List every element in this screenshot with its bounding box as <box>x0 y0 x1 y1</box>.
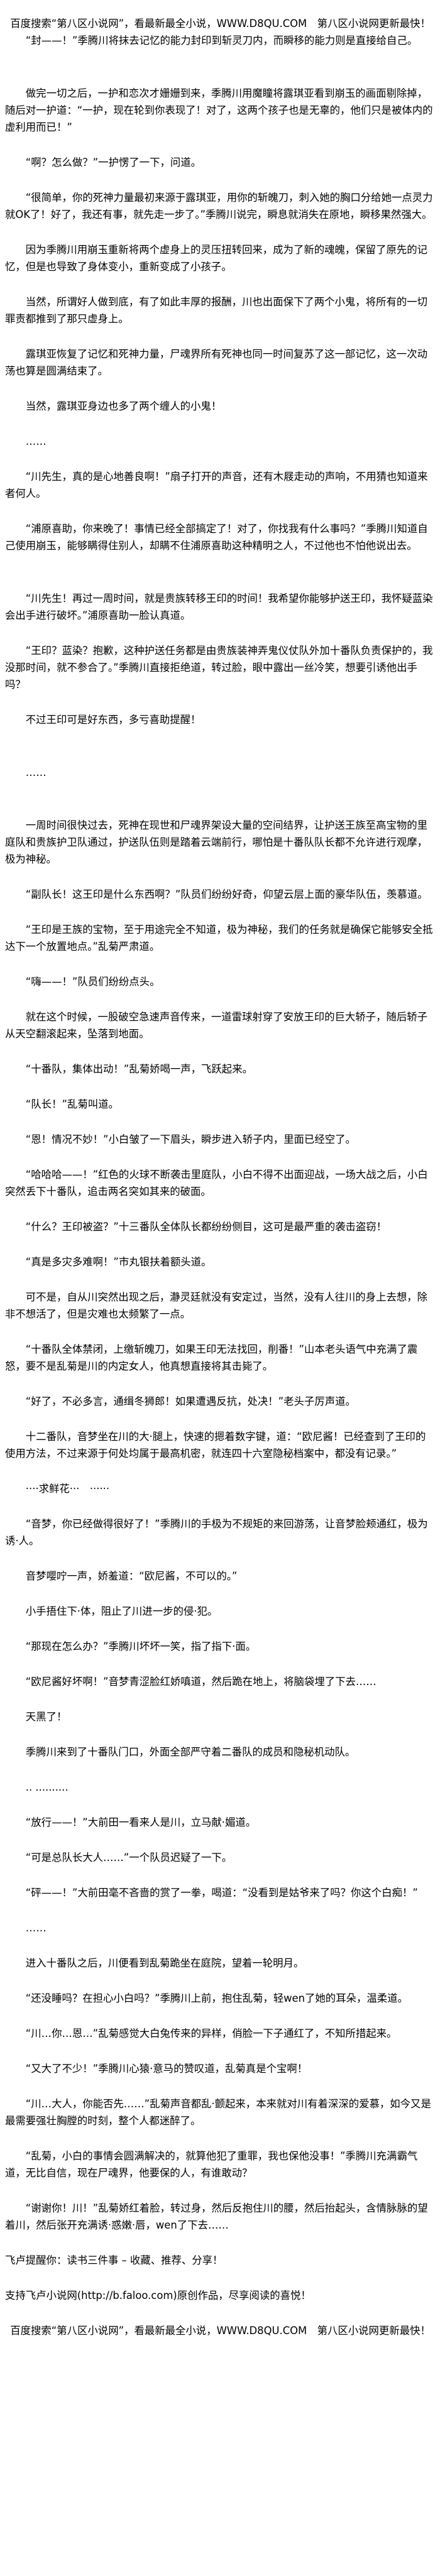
paragraph: “真是多灾多难啊！”市丸银扶着额头道。 <box>25 1256 212 1268</box>
paragraph: 飞卢提醒你：读书三件事 – 收藏、推荐、分享！ <box>5 2254 223 2266</box>
paragraph: “王印？蓝染？抱歉，这种护送任务都是由贵族装神弄鬼仪仗队外加十番队负责保护的，我… <box>5 645 433 690</box>
paragraph: “又大了不少！”季腾川心猿·意马的赞叹道，乱菊真是个宝啊！ <box>25 2063 308 2075</box>
paragraph: 小手捂住下·体，阻止了川进一步的侵·犯。 <box>25 1605 218 1617</box>
paragraph: 一周时间很快过去，死神在现世和尸魂界架设大量的空间结界，让护送王族至高宝物的里庭… <box>5 819 428 865</box>
paragraph: “副队长！这王印是什么东西啊？”队员们纷纷好奇，仰望云层上面的豪华队伍，羡慕道。 <box>25 888 428 900</box>
paragraph: “嗨——！”队员们纷纷点头。 <box>25 976 160 988</box>
paragraph: “乱菊，小白的事情会圆满解决的，就算他犯了重罪，我也保他没事！”季腾川充满霸气道… <box>5 2150 418 2179</box>
paragraph: 就在这个时候，一股破空急速声音传来，一道雷球射穿了安放王印的巨大轿子，随后轿子从… <box>5 1011 428 1040</box>
paragraph: “音梦，你已经做得很好了！”季腾川的手极为不规矩的来回游荡，让音梦脸颊通红，极为… <box>5 1518 428 1547</box>
paragraph: .. .......... <box>25 1781 69 1793</box>
paragraph: 做完一切之后，一护和恋次才姗姗到来，季腾川用魔瞳将露琪亚看到崩玉的画面剔除掉，随… <box>5 87 433 133</box>
paragraph: “谢谢你！川！”乱菊娇红着脸，转过身，然后反抱住川的腰，然后抬起头，含情脉脉的望… <box>5 2202 428 2231</box>
paragraph: “恩！情况不妙！”小白皱了一下眉头，瞬步进入轿子内，里面已经空了。 <box>25 1133 356 1145</box>
paragraph: 音梦嘤咛一声，娇羞道：“欧尼酱，不可以的。” <box>25 1570 238 1582</box>
paragraph: ····求鲜花··· ······ <box>25 1483 110 1495</box>
paragraph: “啊？怎么做？”一护愣了一下，问道。 <box>25 156 202 168</box>
paragraph: “好了，不必多言，通缉冬狮郎！如果遭遇反抗，处决！”老头子厉声道。 <box>25 1395 356 1407</box>
paragraph: “十番队全体禁闭，上缴斩魄刀，如果王印无法找回，削番！”山本老头语气中充满了震怒… <box>5 1343 418 1372</box>
paragraph: …… <box>25 435 47 447</box>
paragraph: “封——！”季腾川将抹去记忆的能力封印到斩灵刀内，而瞬移的能力则是直接给自己。 <box>25 35 418 46</box>
paragraph: “川…你…恩…”乱菊感觉大白兔传来的异样，俏脸一下子通红了，不知所措起来。 <box>25 2028 397 2039</box>
paragraph: 进入十番队之后，川便看到乱菊跪坐在庭院，望着一轮明月。 <box>25 1957 304 1969</box>
paragraph: “可是总队长大人……”一个队员迟疑了一下。 <box>25 1852 233 1864</box>
paragraph: 露琪亚恢复了记忆和死神力量，尸魂界所有死神也同一时间复苏了这一部记忆，这一次动荡… <box>5 348 428 377</box>
paragraph: “砰——！”大前田毫不吝啬的赏了一拳，喝道：“没看到是姑爷来了吗？你这个白痴！” <box>25 1887 418 1899</box>
paragraph: “还没睡吗？在担心小白吗？”季腾川上前，抱住乱菊，轻wen了她的耳朵，温柔道。 <box>25 1992 408 2004</box>
paragraph: 不过王印可是好东西，多亏喜助提醒！ <box>25 714 201 726</box>
paragraph: “哈哈哈——！”红色的火球不断袭击里庭队，小白不得不出面迎战，一场大战之后，小白… <box>5 1169 428 1198</box>
site-banner-bottom: 百度搜索“第八区小说网”，看最新最全小说，WWW.D8QU.COM 第八区小说网… <box>10 2325 431 2337</box>
paragraph: …… <box>25 767 47 778</box>
paragraph: 当然，露琪亚身边也多了两个缠人的小鬼！ <box>25 400 222 412</box>
paragraph: 季腾川来到了十番队门口，外面全部严守着二番队的成员和隐秘机动队。 <box>25 1746 356 1758</box>
paragraph: “队长！”乱菊叫道。 <box>25 1098 119 1110</box>
paragraph: “川先生，真的是心地善良啊！”扇子打开的声音，还有木屐走动的声响，不用猜也知道来… <box>5 471 428 499</box>
paragraph: 因为季腾川用崩玉重新将两个虚身上的灵压扭转回来，成为了新的魂魄，保留了原先的记忆… <box>5 244 428 273</box>
paragraph: “那现在怎么办？”季腾川坏坏一笑，指了指下·面。 <box>25 1640 256 1652</box>
paragraph: 天黑了！ <box>25 1711 67 1723</box>
paragraph: 十二番队，音梦坐在川的大·腿上，快速的摁着数字键，道：“欧尼酱！已经查到了王印的… <box>5 1431 426 1460</box>
paragraph: 当然，所谓好人做到底，有了如此丰厚的报酬，川也出面保下了两个小鬼，将所有的一切罪… <box>5 296 428 325</box>
paragraph: “浦原喜助，你来晚了！事情已经全部搞定了！对了，你找我有什么事吗？”季腾川知道自… <box>5 523 428 552</box>
paragraph: “川…大人，你能否先……”乱菊声音都乱·颤起来，本来就对川有着深深的爱慕，如今又… <box>5 2098 431 2127</box>
paragraph: 支持飞卢小说网(http://b.faloo.com)原创作品，尽享阅读的喜悦！ <box>5 2289 311 2301</box>
paragraph: “什么？王印被盗？”十三番队全体队长都纷纷侧目，这可是最严重的袭击盗窃！ <box>25 1221 387 1233</box>
paragraph: “王印是王族的宝物，至于用途完全不知道，极为神秘，我们的任务就是确保它能够安全抵… <box>5 924 433 952</box>
paragraph: “欧尼酱好坏啊！”音梦青涩脸红娇嗔道，然后跪在地上，将脑袋埋了下去…… <box>25 1676 377 1688</box>
paragraph: 可不是，自从川突然出现之后，瀞灵廷就没有安定过，当然，没有人往川的身上去想，除非… <box>5 1291 428 1320</box>
chapter-body: “封——！”季腾川将抹去记忆的能力封印到斩灵刀内，而瞬移的能力则是直接给自己。做… <box>5 32 435 2304</box>
paragraph: “川先生！再过一周时间，就是贵族转移王印的时间！我希望你能够护送王印，我怀疑蓝染… <box>5 592 433 621</box>
paragraph: …… <box>25 1922 47 1934</box>
paragraph: “十番队，集体出动！”乱菊娇喝一声，飞跃起来。 <box>25 1063 253 1075</box>
site-banner-top: 百度搜索“第八区小说网”，看最新最全小说，WWW.D8QU.COM 第八区小说网… <box>10 18 431 30</box>
chapter-content: 百度搜索“第八区小说网”，看最新最全小说，WWW.D8QU.COM 第八区小说网… <box>5 18 435 2337</box>
paragraph: “放行——！”大前田一看来人是川，立马献·媚道。 <box>25 1816 256 1828</box>
paragraph: “很简单，你的死神力量最初来源于露琪亚，用你的斩魄刀，刺入她的胸口分给她一点灵力… <box>5 192 433 221</box>
